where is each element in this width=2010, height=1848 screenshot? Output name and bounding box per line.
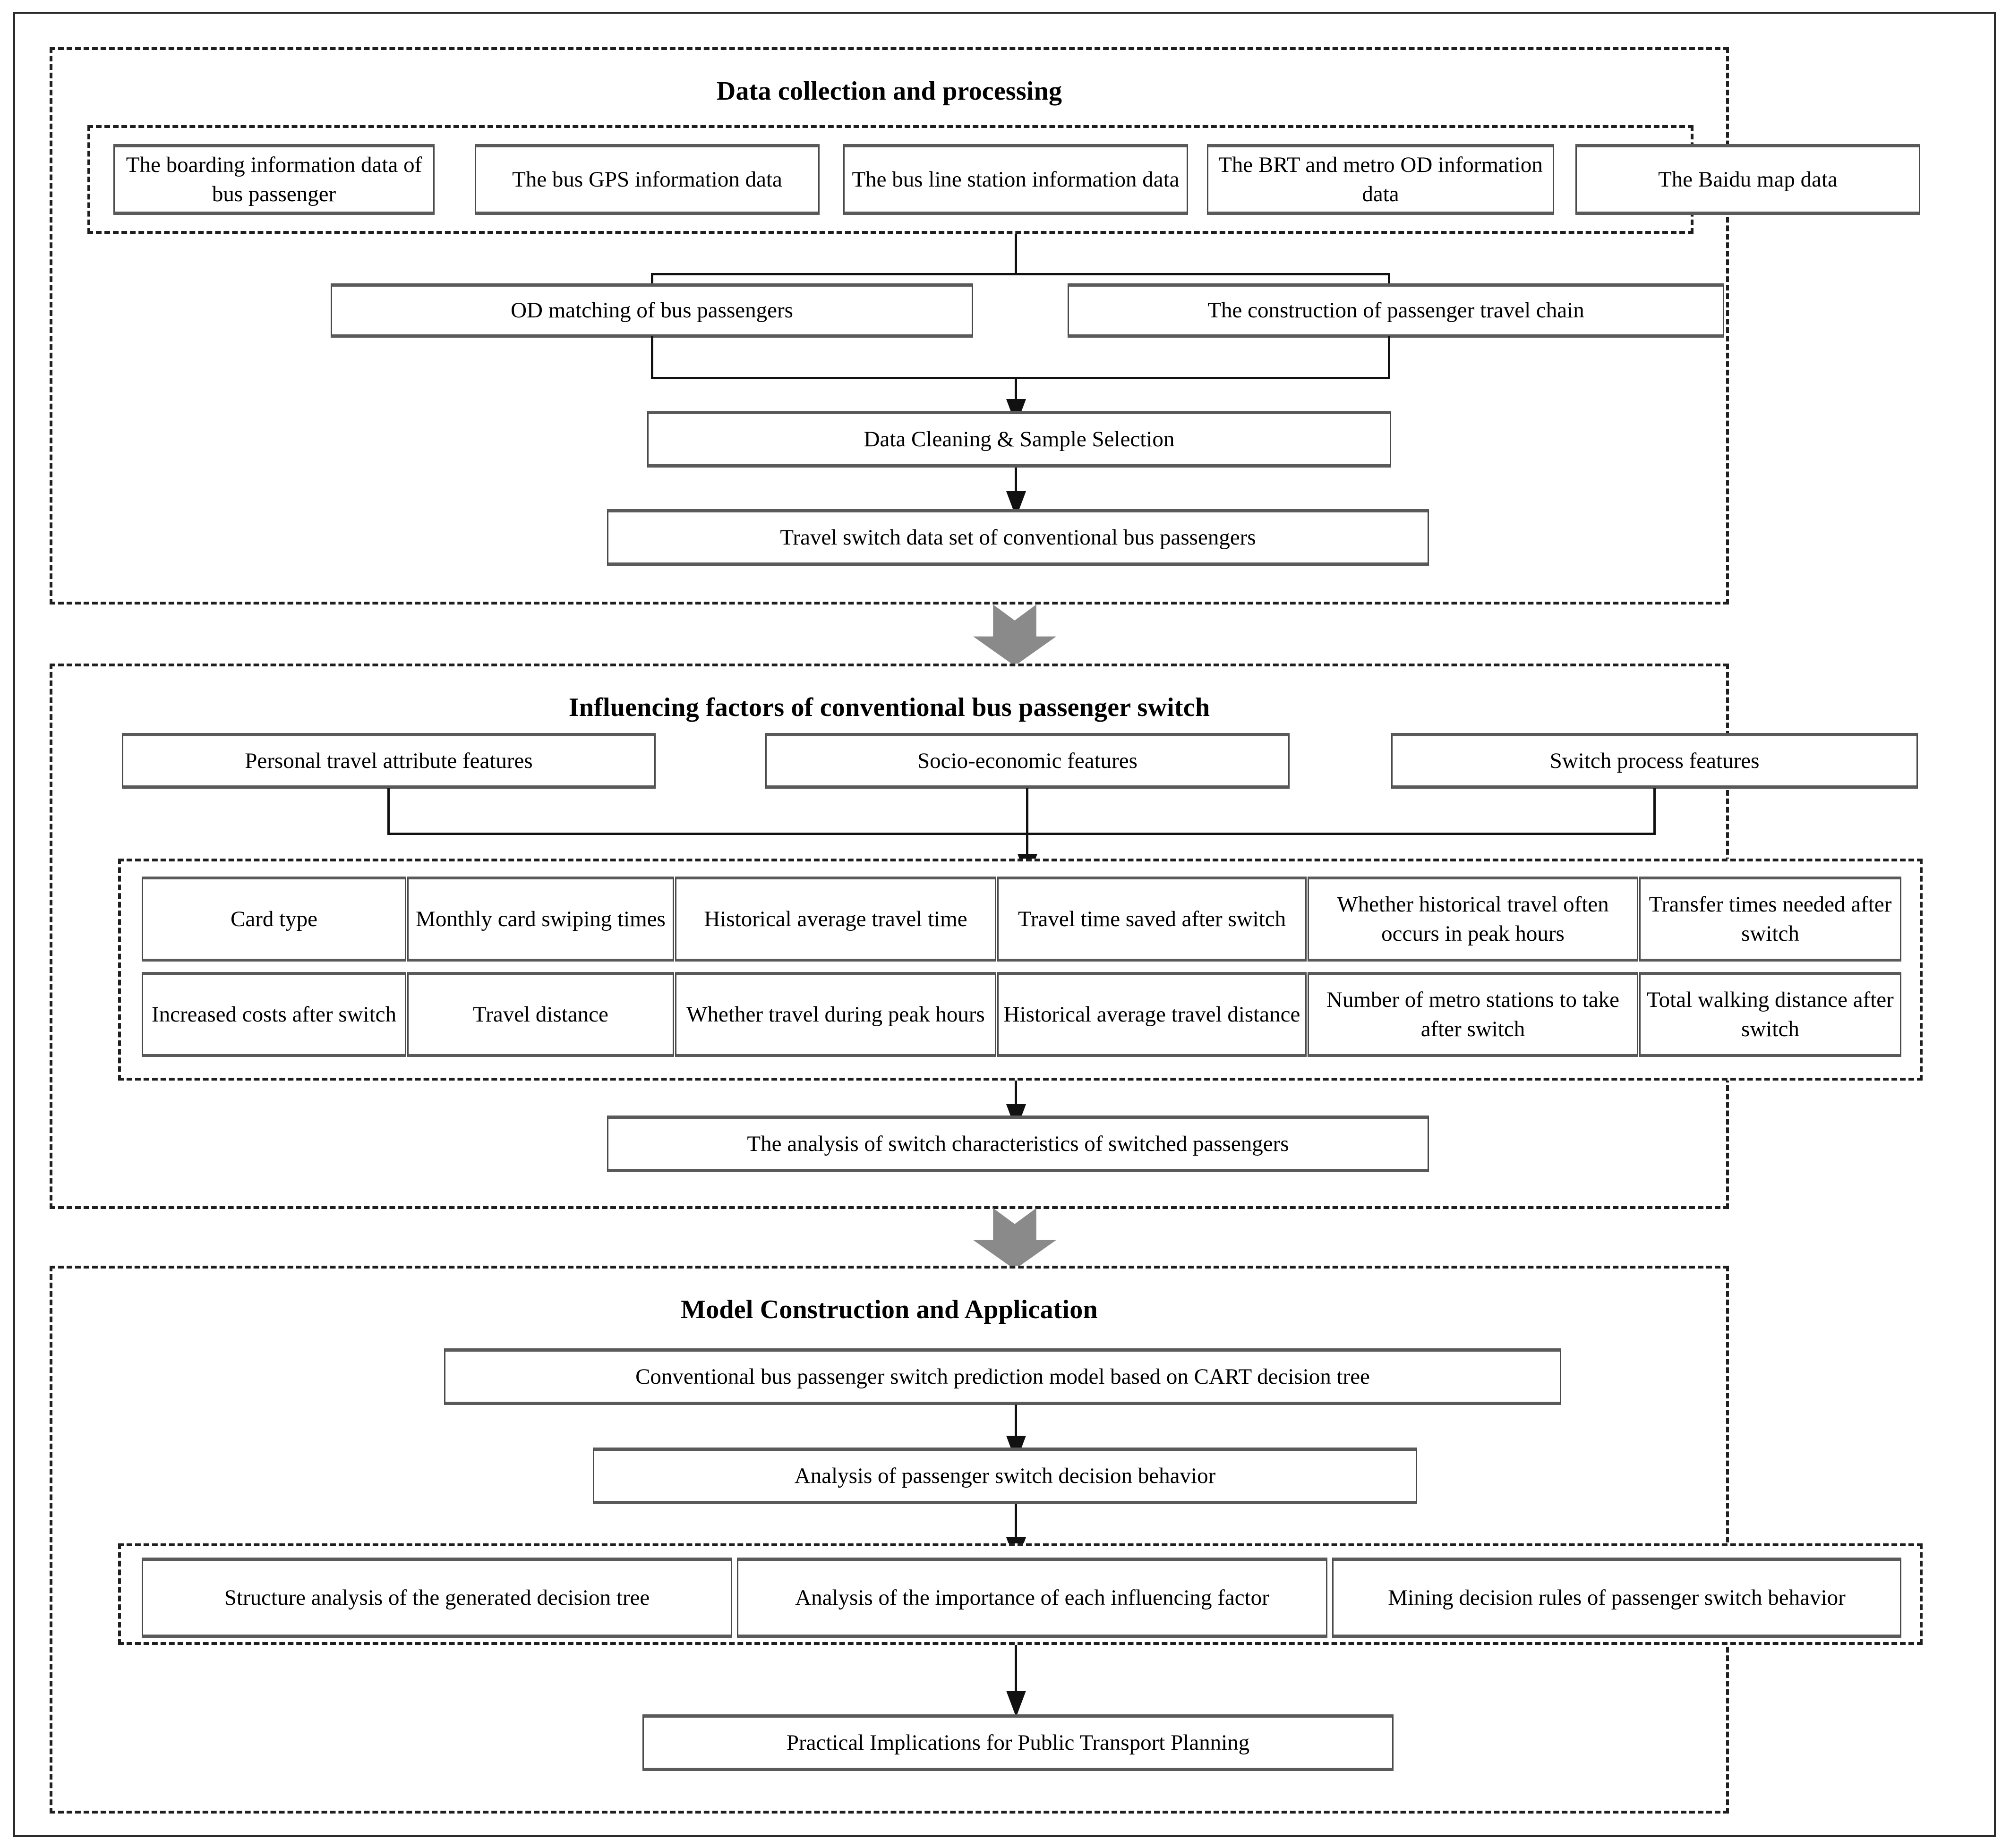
connector-vertical xyxy=(1653,788,1656,835)
arrow-down-icon xyxy=(1006,1691,1026,1717)
switch-decision-behavior-box: Analysis of passenger switch decision be… xyxy=(593,1448,1417,1504)
analysis-box: Mining decision rules of passenger switc… xyxy=(1332,1558,1901,1638)
connector-vertical xyxy=(387,788,390,835)
connector-vertical xyxy=(1388,273,1390,287)
connector-horizontal xyxy=(387,833,1656,835)
connector-vertical xyxy=(1015,1405,1017,1440)
section-title-influencing-factors: Influencing factors of conventional bus … xyxy=(568,693,1210,722)
travel-chain-box: The construction of passenger travel cha… xyxy=(1068,283,1724,338)
feature-cell: Increased costs after switch xyxy=(142,972,406,1057)
data-source-box: The bus line station information data xyxy=(843,144,1188,215)
feature-category-box: Personal travel attribute features xyxy=(122,733,656,789)
cart-model-box: Conventional bus passenger switch predic… xyxy=(444,1348,1561,1405)
connector-vertical xyxy=(1026,833,1028,859)
connector-vertical xyxy=(1015,468,1017,496)
connector-vertical xyxy=(1015,1645,1017,1695)
section-title-data-collection: Data collection and processing xyxy=(716,77,1062,106)
connector-horizontal xyxy=(651,273,1390,275)
feature-category-box: Socio-economic features xyxy=(765,733,1290,789)
feature-cell: Travel time saved after switch xyxy=(997,877,1307,962)
connector-vertical xyxy=(1026,788,1028,835)
connector-vertical xyxy=(1015,377,1017,403)
data-cleaning-box: Data Cleaning & Sample Selection xyxy=(647,411,1391,468)
feature-cell: Total walking distance after switch xyxy=(1639,972,1901,1057)
connector-vertical xyxy=(651,336,653,379)
connector-vertical xyxy=(1015,1081,1017,1109)
switch-characteristics-box: The analysis of switch characteristics o… xyxy=(607,1116,1429,1172)
data-source-box: The boarding information data of bus pas… xyxy=(113,144,435,215)
feature-cell: Historical average travel time xyxy=(675,877,996,962)
section-title-model-construction: Model Construction and Application xyxy=(681,1295,1098,1324)
feature-cell: Whether travel during peak hours xyxy=(675,972,996,1057)
practical-implications-box: Practical Implications for Public Transp… xyxy=(642,1714,1394,1771)
connector-vertical xyxy=(1015,1504,1017,1542)
feature-cell: Transfer times needed after switch xyxy=(1639,877,1901,962)
feature-cell: Historical average travel distance xyxy=(997,972,1307,1057)
connector-vertical xyxy=(1388,336,1390,379)
feature-cell: Monthly card swiping times xyxy=(407,877,674,962)
feature-cell: Card type xyxy=(142,877,406,962)
analysis-box: Analysis of the importance of each influ… xyxy=(737,1558,1327,1638)
feature-cell: Whether historical travel often occurs i… xyxy=(1308,877,1638,962)
feature-category-box: Switch process features xyxy=(1391,733,1918,789)
feature-cell: Travel distance xyxy=(407,972,674,1057)
outer-frame xyxy=(13,12,1996,1837)
data-source-box: The Baidu map data xyxy=(1575,144,1920,215)
analysis-box: Structure analysis of the generated deci… xyxy=(142,1558,732,1638)
connector-horizontal xyxy=(651,377,1390,379)
data-source-box: The bus GPS information data xyxy=(475,144,820,215)
travel-switch-dataset-box: Travel switch data set of conventional b… xyxy=(607,509,1429,566)
data-source-box: The BRT and metro OD information data xyxy=(1207,144,1554,215)
connector-vertical xyxy=(651,273,653,287)
feature-cell: Number of metro stations to take after s… xyxy=(1308,972,1638,1057)
connector-vertical xyxy=(1015,234,1017,274)
od-matching-box: OD matching of bus passengers xyxy=(331,283,973,338)
